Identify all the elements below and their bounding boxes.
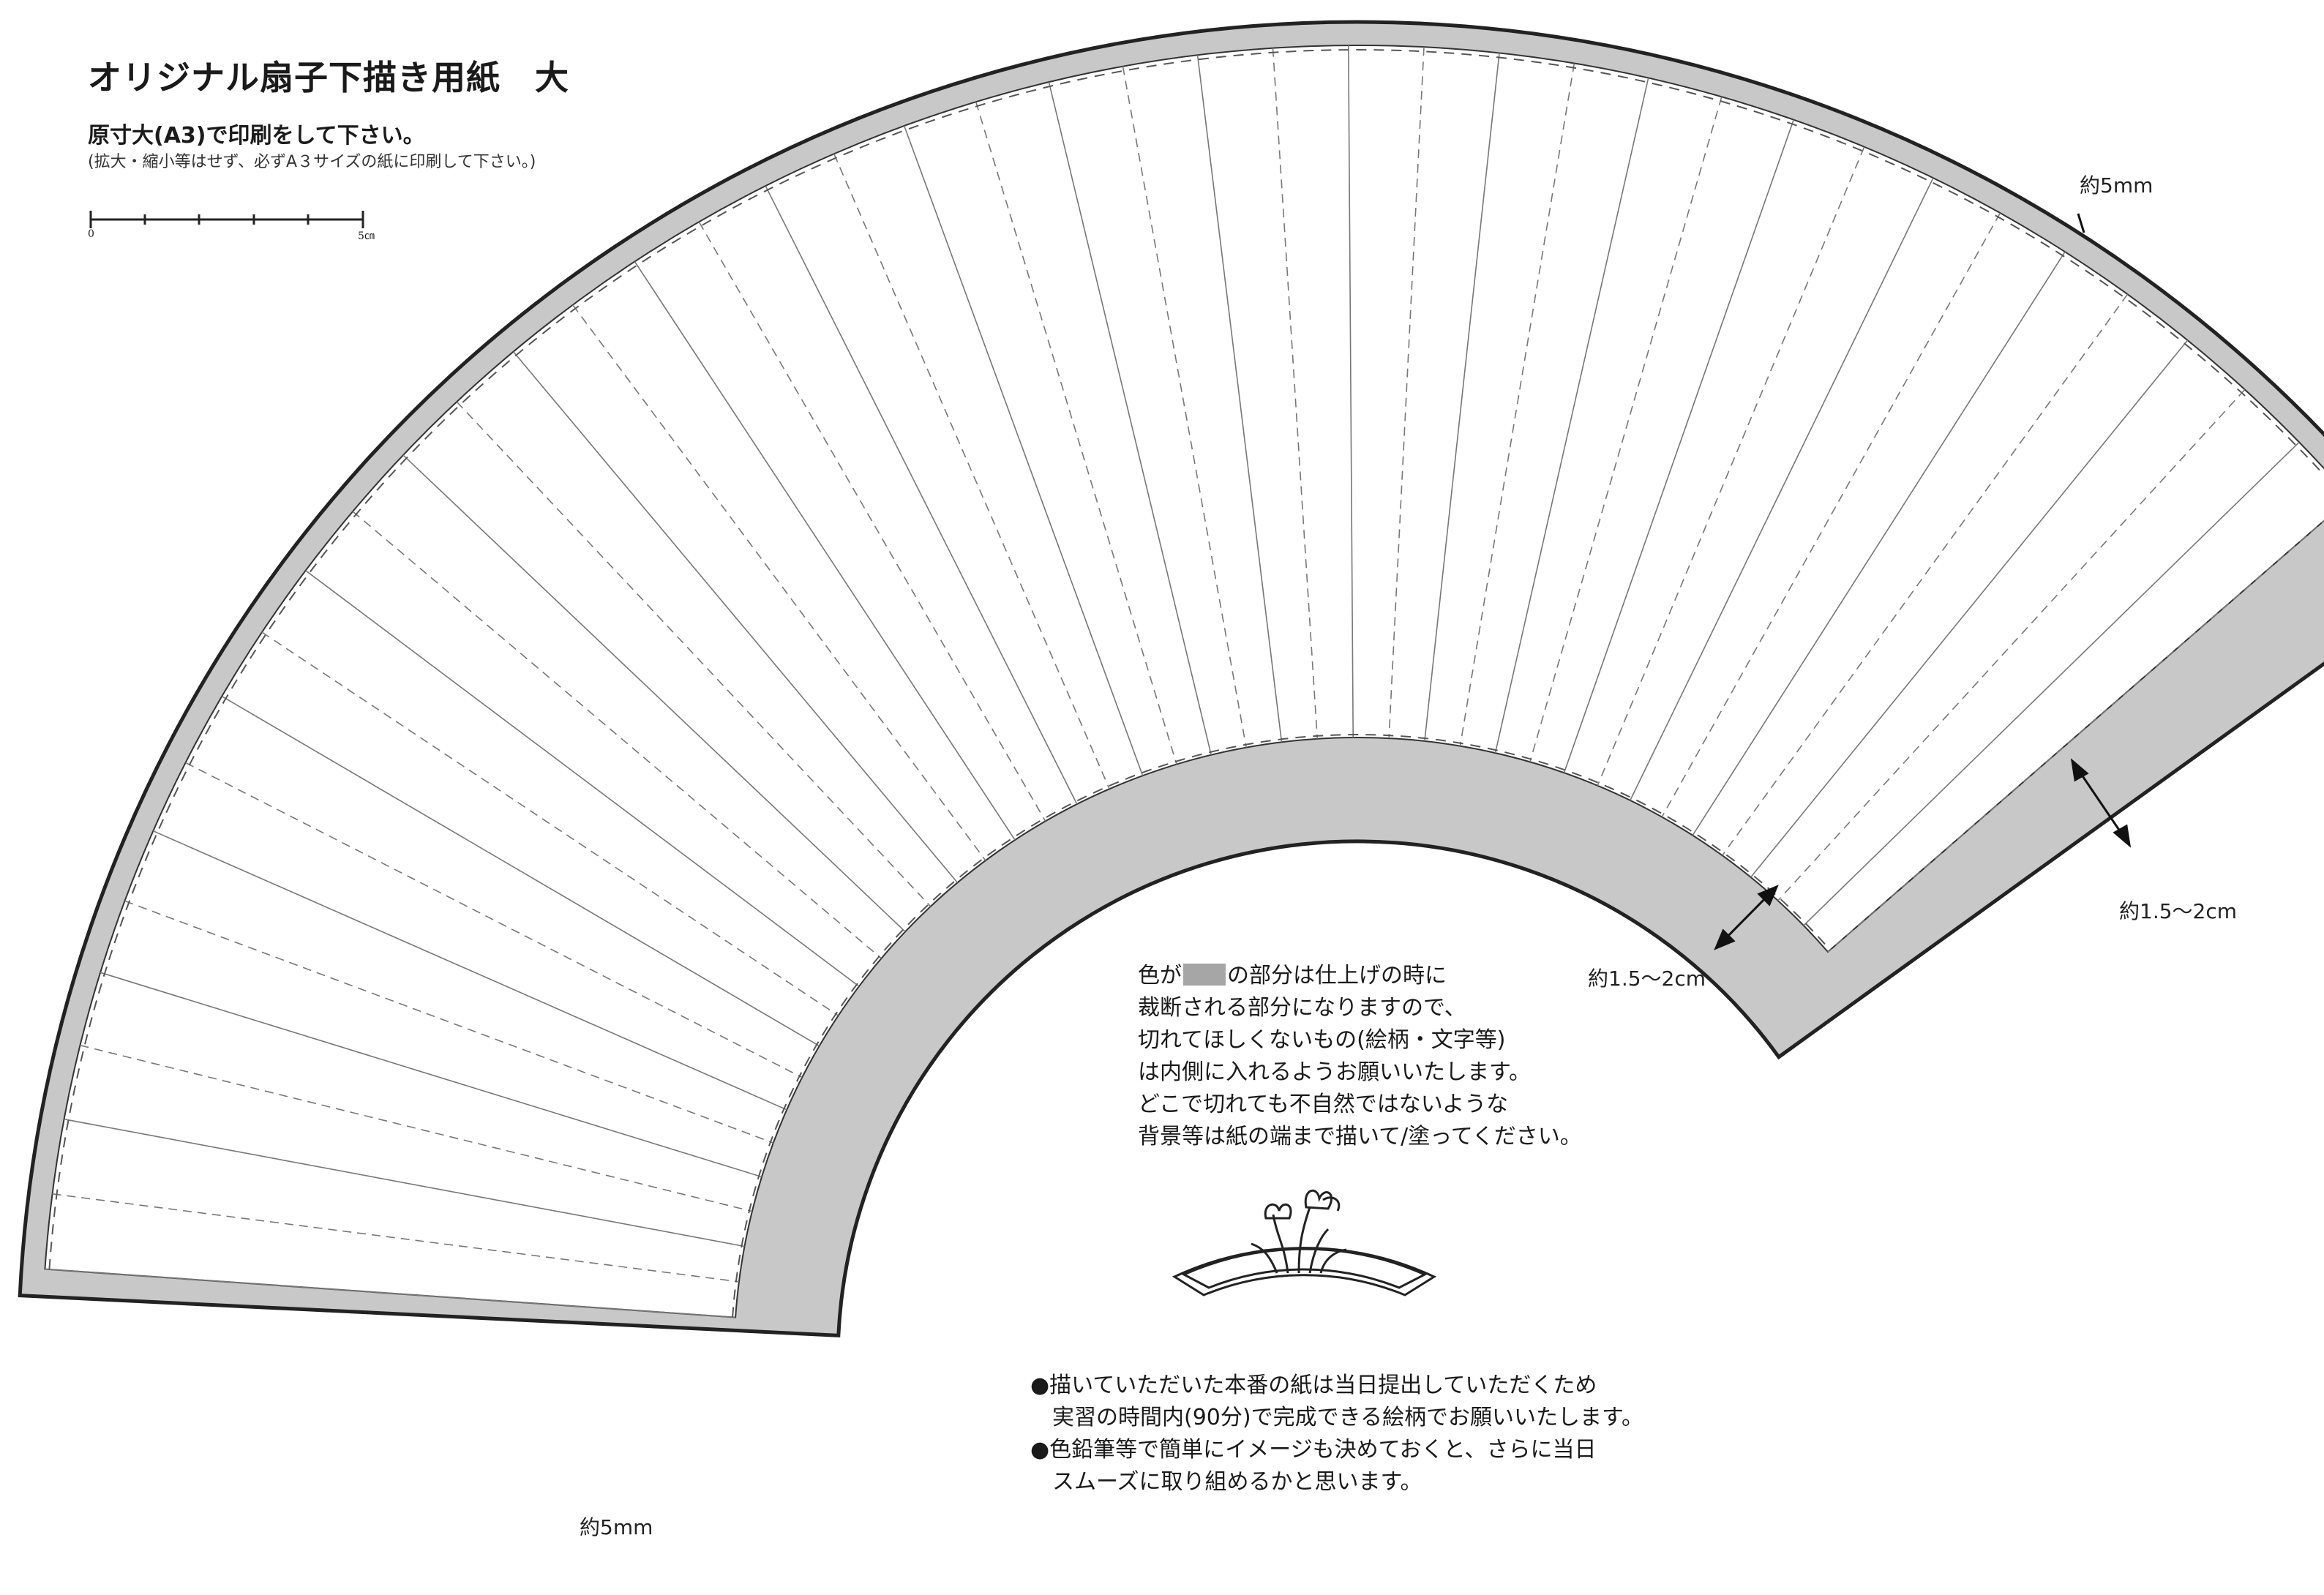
note-line-3: 切れてほしくないもの(絵柄・文字等) xyxy=(1138,1027,1506,1053)
fan-rib-line xyxy=(833,154,1110,789)
inner-margin-dimension: 約1.5～2cm xyxy=(1588,967,1706,991)
fan-rib-line xyxy=(1750,339,2189,878)
note-line-6: 背景等は紙の端まで描いて/塗ってください。 xyxy=(1138,1124,1582,1149)
submission-notes: ●描いていただいた本番の紙は当日提出していただくため 実習の時間内(90分)で完… xyxy=(1030,1370,1643,1498)
outer-cut-line xyxy=(48,49,2324,1270)
fan-rib-line xyxy=(572,304,986,861)
fan-rib-line xyxy=(1494,78,1649,754)
inner-cut-line xyxy=(732,734,1831,1318)
dimension-arrows xyxy=(1714,213,2132,950)
fan-rib-line xyxy=(1630,177,1934,801)
top-edge-dimension: 約5mm xyxy=(2080,173,2154,198)
fan-rib-line xyxy=(352,511,882,959)
fan-rib-line xyxy=(1424,53,1500,742)
print-note: (拡大・縮小等はせず、必ずA３サイズの紙に印刷して下さい。) xyxy=(88,153,536,171)
fan-rib-line xyxy=(305,570,860,987)
side-margin-dimension: 約1.5～2cm xyxy=(2119,899,2238,923)
fan-rib-line xyxy=(52,1193,740,1283)
iris-fan-icon xyxy=(1172,1189,1437,1296)
fan-rib-line xyxy=(765,185,1078,805)
note-line-5: どこで切れても不自然ではないような xyxy=(1138,1092,1509,1117)
fan-rib-line xyxy=(1122,66,1247,748)
bullet-1-line-2: 実習の時間内(90分)で完成できる絵柄でお願いいたします。 xyxy=(1030,1405,1643,1430)
fan-rib-line xyxy=(80,1044,753,1212)
fan-rib-line xyxy=(1388,47,1425,739)
fan-rib-line xyxy=(1803,441,2300,926)
scale-five-label: 5㎝ xyxy=(358,230,375,242)
fan-rib-line xyxy=(456,401,932,907)
fan-rib-line xyxy=(261,631,839,1016)
fan-rib-line xyxy=(1348,45,1354,738)
fan-rib-line xyxy=(402,454,906,932)
fan-rib-line xyxy=(1722,293,2129,856)
print-instruction: 原寸大(A3)で印刷をして下さい。 xyxy=(88,123,425,149)
trim-area-note: 色が の部分は仕上げの時に 裁断される部分になりますので、 切れてほしくないもの(… xyxy=(1138,960,1582,1153)
fan-shapes xyxy=(18,20,2324,1337)
scale-zero-label: 0 xyxy=(88,228,94,240)
bullet-1-line-1: ●描いていただいた本番の紙は当日提出していただくため xyxy=(1030,1373,1597,1398)
fan-rib-line xyxy=(1048,81,1212,755)
fan-rib-line xyxy=(1777,389,2246,901)
fan-rib-line xyxy=(1459,63,1575,746)
fan-rib-line xyxy=(45,1268,736,1318)
fan-rib-line xyxy=(698,221,1046,822)
fan-rib-line xyxy=(975,101,1177,765)
bottom-edge-dimension: 約5mm xyxy=(580,1515,653,1539)
page-title: オリジナル扇子下描き用紙 大 xyxy=(88,58,569,97)
gray-swatch xyxy=(1183,964,1226,986)
fan-rib-line xyxy=(1272,48,1319,739)
note-line-4: は内側に入れるようお願いいたします。 xyxy=(1138,1059,1531,1085)
fan-rib-line xyxy=(512,351,959,883)
fan-rib-line xyxy=(634,261,1016,841)
fan-rib-line xyxy=(185,762,803,1078)
bullet-2-line-1: ●色鉛筆等で簡単にイメージも決めておくと、さらに当日 xyxy=(1030,1437,1597,1463)
fan-rib-line xyxy=(221,696,820,1047)
note-line-2: 裁断される部分になりますので、 xyxy=(1138,995,1466,1021)
fan-rib-line xyxy=(1597,146,1865,787)
fan-rib-line xyxy=(100,972,762,1178)
top-edge-tick xyxy=(2077,213,2085,233)
fan-rib-line xyxy=(124,900,774,1144)
fan-rib-line xyxy=(1529,97,1723,762)
fan-rib-line xyxy=(1563,119,1794,773)
fan-rib-line xyxy=(1661,212,2001,817)
fan-rib-line xyxy=(903,125,1144,776)
fan-rib-line xyxy=(1827,519,2324,953)
fan-rib-line xyxy=(1692,251,2066,836)
fan-rib-line xyxy=(1196,55,1283,743)
note-line-1b: の部分は仕上げの時に xyxy=(1227,963,1447,988)
fan-paper-area xyxy=(44,45,2324,1318)
fan-rib-line xyxy=(152,830,787,1111)
bullet-2-line-2: スムーズに取り組めるかと思います。 xyxy=(1030,1469,1422,1495)
fan-rib-line xyxy=(64,1118,745,1247)
scale-bar xyxy=(89,211,364,228)
note-line-1a: 色が xyxy=(1138,963,1182,988)
